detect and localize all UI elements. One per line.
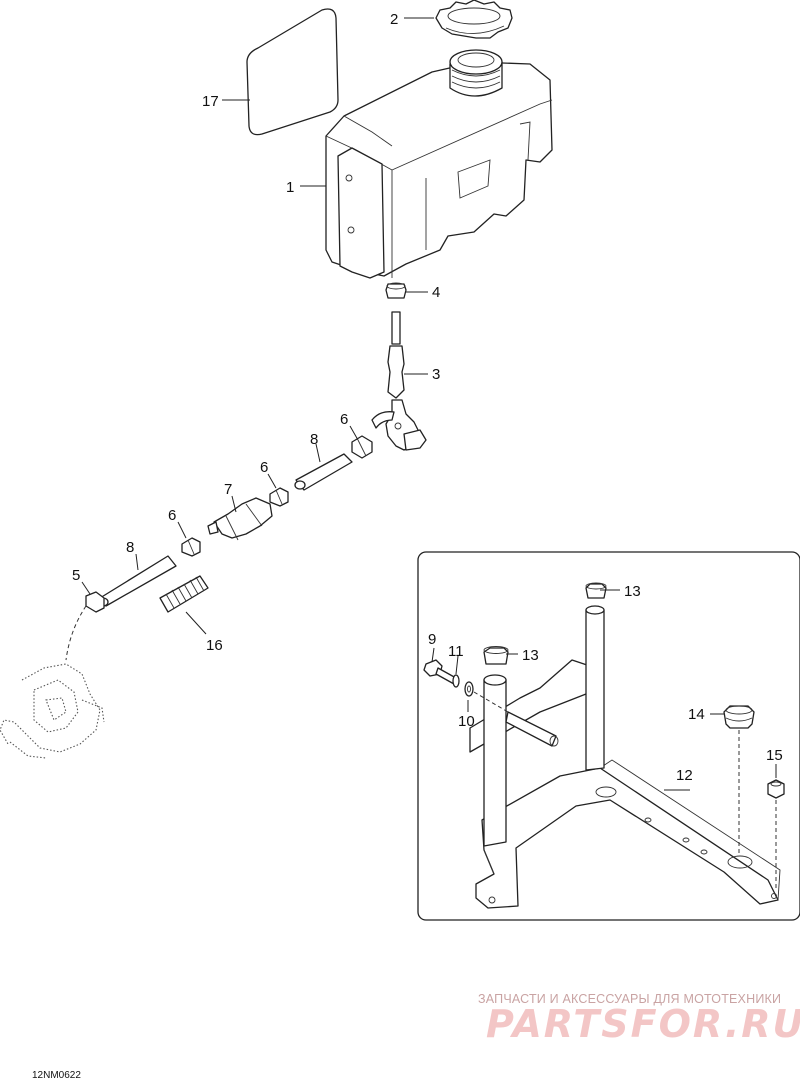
inset-frame (417, 551, 800, 921)
callout-15: 15 (766, 747, 783, 764)
callout-17: 17 (202, 93, 219, 110)
leader-lines (81, 17, 777, 791)
part-3-fuel-valve (371, 311, 427, 451)
part-17-plate (246, 8, 339, 136)
part-8-hose-upper (294, 453, 353, 491)
callout-5: 5 (72, 567, 80, 584)
hose-routing-line (65, 605, 87, 661)
part-15-nut (767, 779, 785, 799)
part-1-fuel-tank (325, 49, 553, 279)
part-12-tank-stand (469, 605, 781, 909)
callout-4: 4 (432, 284, 440, 301)
part-16-spring (159, 575, 209, 613)
callout-16: 16 (206, 637, 223, 654)
callout-7: 7 (224, 481, 232, 498)
callout-10: 10 (458, 713, 475, 730)
part-6-clamp-lower (181, 537, 201, 557)
callout-6-middle: 6 (260, 459, 268, 476)
callout-6-upper: 6 (340, 411, 348, 428)
callout-11: 11 (448, 643, 464, 660)
callout-13-upper: 13 (624, 583, 641, 600)
part-7-fuel-filter (207, 497, 273, 541)
callout-6-lower: 6 (168, 507, 176, 524)
callout-14: 14 (688, 706, 705, 723)
part-10-washer (464, 681, 474, 697)
callout-2: 2 (390, 11, 398, 28)
callout-12: 12 (676, 767, 693, 784)
part-6-clamp-middle (269, 487, 289, 507)
part-14-grommet (723, 705, 755, 729)
part-5-clamp (85, 591, 105, 613)
part-4-grommet (385, 282, 407, 299)
callout-9: 9 (428, 631, 436, 648)
part-2-tank-cap (435, 0, 513, 39)
part-13-cap-upper (585, 582, 607, 599)
callout-3: 3 (432, 366, 440, 383)
part-6-clamp-upper (351, 435, 373, 459)
part-9-bolt (423, 659, 457, 685)
watermark-caption: ЗАПЧАСТИ И АКСЕССУАРЫ ДЛЯ МОТОТЕХНИКИ (478, 992, 782, 1006)
watermark-logo: PARTSFOR.RU (486, 1002, 800, 1046)
callout-13-lower: 13 (522, 647, 539, 664)
callout-8-lower: 8 (126, 539, 134, 556)
callout-1: 1 (286, 179, 294, 196)
callout-8-upper: 8 (310, 431, 318, 448)
carburetor-reference (0, 663, 105, 759)
reference-code: 12NM0622 (32, 1070, 81, 1081)
part-11-lock-washer (452, 674, 460, 688)
part-13-cap-lower (483, 646, 509, 665)
